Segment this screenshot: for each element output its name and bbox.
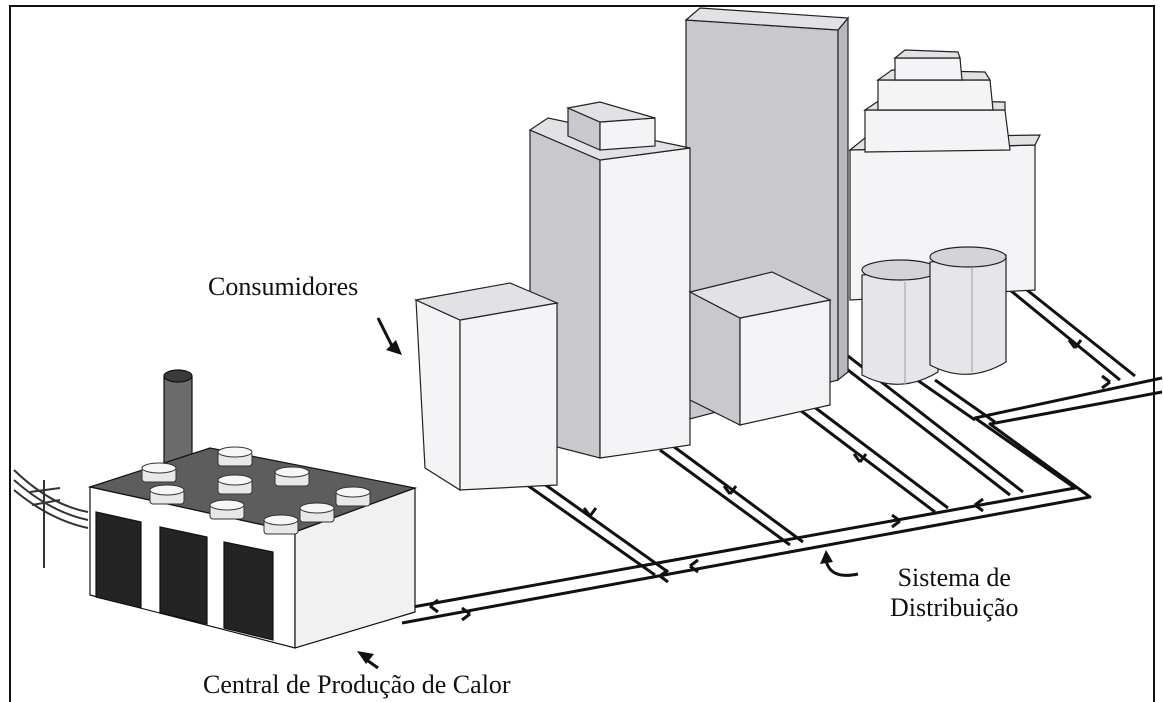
flow-arrow [974,497,984,513]
flow-arrow [582,507,598,517]
branch-pipe-3b [812,404,949,510]
callout-arrows [357,317,859,670]
flow-arrow [429,598,439,614]
main-pipe-return [401,390,1163,625]
consumers-label: Consumidores [208,272,359,301]
branch-pipe-5a [909,373,976,422]
flow-arrow [689,558,699,574]
heat-plant-label: Central de Produção de Calor [203,670,511,699]
flow-arrow [722,485,738,495]
flow-arrow [659,568,669,584]
branch-pipe-6a [1009,288,1121,382]
building-front-left [414,282,560,492]
branch-pipe-3a [799,408,936,514]
roof-units [141,446,371,535]
flow-arrow [1101,374,1111,390]
building-tall-left [528,101,691,459]
branch-pipe-6b [1021,284,1136,378]
branch-pipe-2a [659,448,791,547]
flow-arrow [852,453,868,463]
branch-pipe-4a [834,358,1011,497]
storage-cylinders [861,246,1007,385]
main-pipe-supply [395,376,1163,612]
branch-pipe-1b [532,474,669,574]
distribution-label-line1: Sistema de [897,563,1011,592]
flow-arrow [1067,339,1083,349]
distribution-label-line2: Distribuição [890,593,1019,622]
chimney [163,375,193,469]
arrow-distribution [824,559,859,577]
flow-arrow [461,606,471,622]
flow-arrow [891,513,901,529]
heat-plant [13,369,418,649]
power-pole-icon [13,469,89,568]
distribution-system-label: Sistema de Distribuição [890,563,1019,623]
branch-pipe-2b [672,444,804,544]
branch-pipe-1a [519,478,656,577]
diagram-frame [9,5,1155,702]
branch-pipe-5b [934,378,996,424]
building-mid-cube [688,271,832,426]
